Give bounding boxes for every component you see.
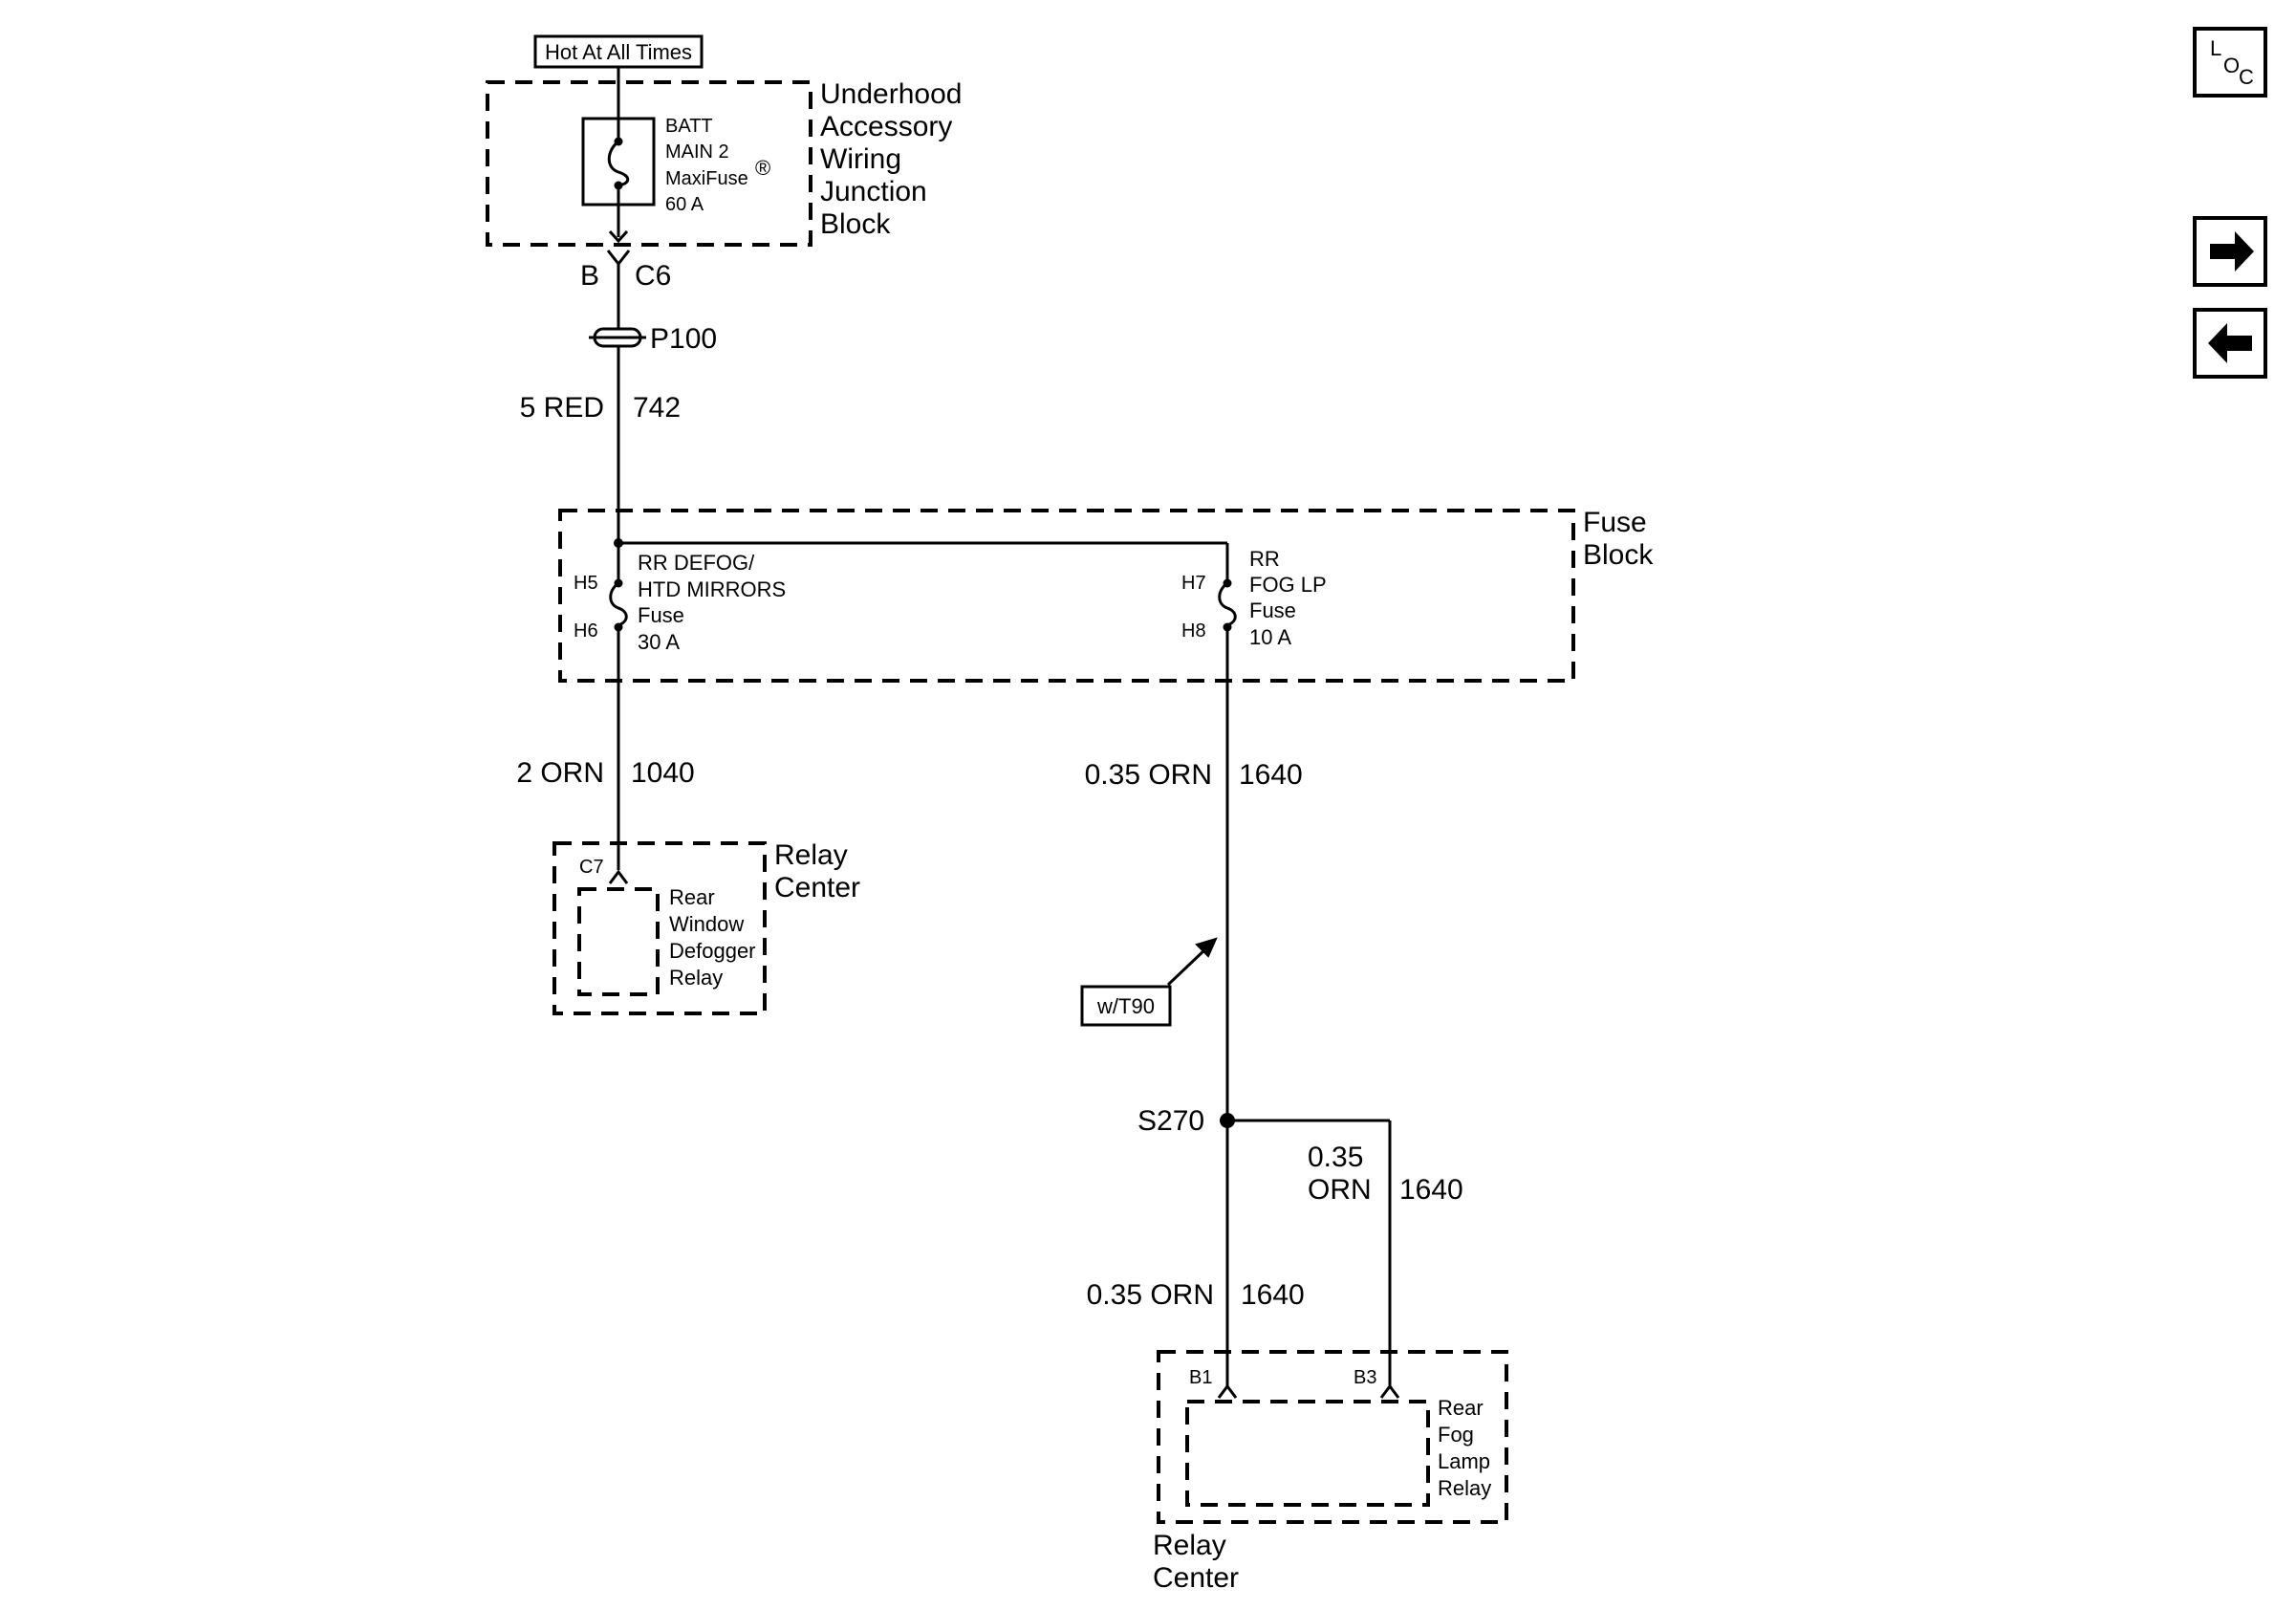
option-tag-pointer — [1166, 946, 1208, 987]
fuse-left-line-1: RR DEFOG/ — [638, 551, 755, 575]
wire-left-circuit: 1040 — [631, 757, 695, 789]
fuse-left-line-3: Fuse — [638, 603, 684, 627]
fuse-left-line-4: 30 A — [638, 630, 680, 654]
relay-right-terminal-b3-icon — [1379, 1383, 1400, 1399]
fuse-block — [558, 509, 1575, 683]
underhood-title-4: Junction — [820, 176, 927, 207]
relay-center-right-pin-right: B3 — [1354, 1367, 1376, 1388]
fog-relay-line-4: Relay — [1438, 1476, 1491, 1500]
option-arrow-icon — [1195, 937, 1218, 958]
connector-c6-label: C6 — [635, 260, 671, 292]
svg-text:C: C — [2239, 65, 2254, 89]
wire-right-gauge: 0.35 ORN — [1085, 759, 1212, 791]
relay-center-left-title-2: Center — [774, 872, 860, 903]
wire-main-circuit: 742 — [633, 392, 681, 424]
registered-mark: ® — [755, 156, 770, 180]
wire-branch-gauge-2: ORN — [1308, 1174, 1372, 1206]
fuse-left-line-2: HTD MIRRORS — [638, 577, 786, 601]
wire-lower-gauge: 0.35 ORN — [1087, 1279, 1214, 1311]
svg-text:O: O — [2223, 54, 2240, 77]
connector-c6-icon — [606, 250, 631, 267]
wire-main-gauge: 5 RED — [520, 392, 604, 424]
wire-branch-circuit: 1640 — [1399, 1174, 1463, 1206]
fuse-right-line-3: Fuse — [1249, 598, 1296, 622]
option-tag — [1080, 985, 1172, 1027]
location-button[interactable]: L O C — [2193, 27, 2267, 98]
relay-center-right-pin-left: B1 — [1189, 1367, 1212, 1388]
fuse-block-title-1: Fuse — [1583, 507, 1647, 538]
defogger-relay-line-4: Relay — [669, 966, 723, 990]
pass-through-label: P100 — [650, 323, 717, 355]
underhood-title-5: Block — [820, 208, 891, 240]
next-page-button[interactable] — [2193, 216, 2267, 287]
fuse-right-line-1: RR — [1249, 547, 1280, 571]
wire-left-gauge: 2 ORN — [516, 757, 604, 789]
terminal-male-icon — [608, 229, 629, 244]
relay-center-right — [1157, 1350, 1508, 1524]
underhood-junction-block — [486, 80, 812, 247]
maxifuse-line-4: 60 A — [665, 194, 704, 215]
previous-page-button[interactable] — [2193, 308, 2267, 379]
rear-window-defogger-relay — [577, 887, 660, 996]
fog-relay-line-1: Rear — [1438, 1396, 1484, 1420]
wire-right-circuit: 1640 — [1239, 759, 1303, 791]
location-icon: L O C — [2210, 36, 2254, 89]
underhood-title-3: Wiring — [820, 143, 901, 175]
relay-center-left — [552, 841, 767, 1015]
defogger-relay-line-1: Rear — [669, 885, 715, 909]
fuse-left-element-icon — [609, 581, 628, 627]
arrow-right-icon — [2210, 231, 2254, 272]
hot-at-all-times-label: Hot At All Times — [545, 40, 692, 64]
defogger-relay-line-2: Window — [669, 912, 744, 936]
splice-label: S270 — [1137, 1105, 1204, 1137]
connector-c6-pin: B — [580, 260, 599, 292]
fuse-right-line-2: FOG LP — [1249, 573, 1327, 597]
fuse-right-pin-out: H8 — [1181, 620, 1206, 642]
fuse-block-title-2: Block — [1583, 539, 1654, 571]
maxifuse-line-2: MAIN 2 — [665, 141, 729, 163]
svg-text:L: L — [2210, 36, 2221, 60]
relay-center-left-title-1: Relay — [774, 839, 848, 871]
maxifuse-line-1: BATT — [665, 116, 713, 137]
wire-branch-gauge-1: 0.35 — [1308, 1142, 1363, 1173]
relay-center-right-title-2: Center — [1153, 1562, 1239, 1594]
maxifuse-line-3: MaxiFuse — [665, 168, 748, 189]
fuse-left-pin-in: H5 — [574, 573, 598, 594]
underhood-title-1: Underhood — [820, 78, 962, 110]
option-tag-label: w/T90 — [1096, 994, 1155, 1018]
relay-center-left-connector: C7 — [579, 857, 604, 878]
underhood-title-2: Accessory — [820, 111, 952, 142]
fog-relay-line-2: Fog — [1438, 1423, 1474, 1447]
fuse-right-pin-in: H7 — [1181, 573, 1206, 594]
relay-center-right-title-1: Relay — [1153, 1530, 1226, 1561]
wire-lower-circuit: 1640 — [1241, 1279, 1305, 1311]
fuse-right-element-icon — [1218, 581, 1237, 627]
maxifuse-element-icon — [607, 140, 630, 187]
fog-relay-line-3: Lamp — [1438, 1449, 1490, 1473]
relay-right-terminal-b1-icon — [1217, 1383, 1238, 1399]
fuse-right-line-4: 10 A — [1249, 625, 1291, 649]
defogger-relay-line-3: Defogger — [669, 939, 756, 963]
arrow-left-icon — [2208, 323, 2252, 363]
fuse-left-pin-out: H6 — [574, 620, 598, 642]
rear-fog-lamp-relay — [1185, 1400, 1430, 1507]
relay-left-terminal-icon — [608, 869, 629, 884]
